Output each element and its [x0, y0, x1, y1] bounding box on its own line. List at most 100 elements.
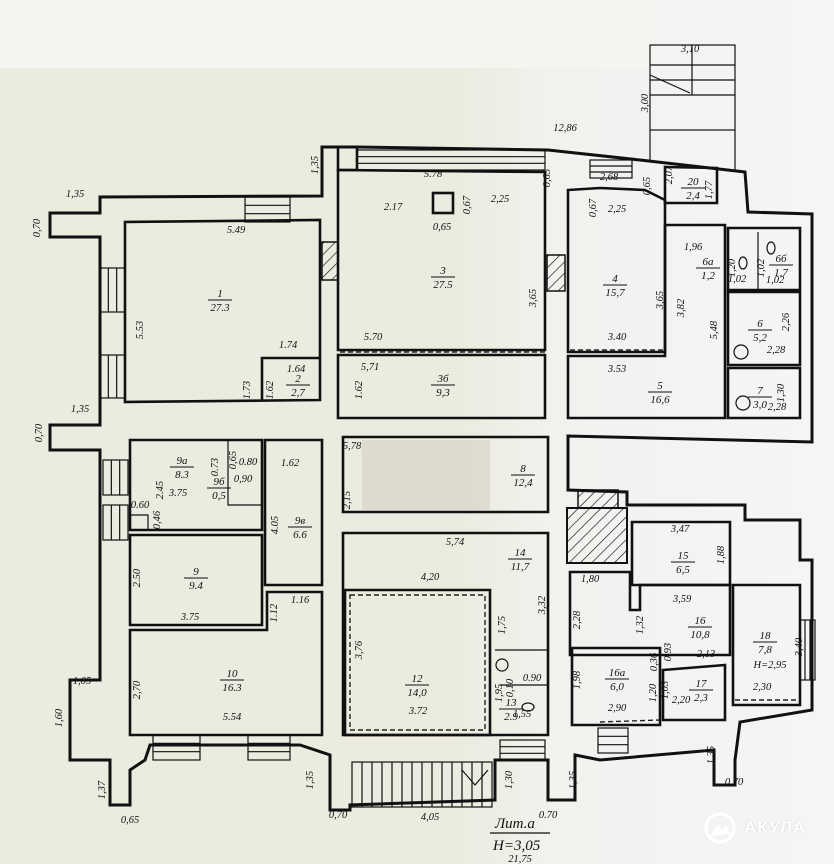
dimension-label: 1,32: [635, 615, 646, 634]
room-label-15: 156,5: [671, 550, 695, 576]
dimension-label: 0,67: [588, 198, 599, 217]
toilet-icon: [738, 256, 748, 270]
entrance-stairs-bottom: [351, 761, 493, 808]
dimension-label: 3,76: [354, 640, 365, 660]
dimension-label: 3,65: [655, 291, 666, 310]
room-label-16: 16 10,8: [688, 615, 712, 641]
room-label-6а: 6а1,2: [696, 256, 720, 282]
dimension-label: 3,59: [672, 594, 692, 605]
sanitary-fixtures: [495, 241, 776, 712]
dimension-label: 2,07: [664, 165, 675, 184]
room-area: 0,5: [212, 490, 226, 502]
room-number: 9а: [177, 455, 189, 467]
window: [99, 354, 126, 399]
room-label-17: 172,3: [689, 678, 713, 704]
window: [589, 159, 633, 179]
dimension-label: 4,20: [421, 572, 440, 583]
room-area: 27.3: [210, 302, 230, 314]
room-number: 7: [757, 385, 763, 397]
dimension-label: 3,40: [794, 637, 805, 657]
paper-band: [0, 0, 650, 68]
room-label-1: 127.3: [208, 288, 232, 314]
hatched-column: [546, 254, 566, 292]
dimension-label: 0,70: [32, 218, 43, 237]
room-area: 2,4: [686, 190, 700, 202]
dimension-label: 1,88: [716, 545, 727, 564]
room-number: 9: [193, 566, 199, 578]
dimension-label: 0.80: [239, 457, 258, 468]
window: [152, 734, 201, 761]
dimension-label: H=2,95: [752, 660, 786, 671]
dimension-label: 5,78: [343, 441, 362, 452]
room-area: 10,8: [690, 629, 710, 641]
entrance-stairs-top: [649, 44, 736, 172]
room-label-2: 22,7: [286, 373, 310, 399]
watermark-logo: АКУЛА: [704, 812, 806, 844]
dimension-label: 0,36: [649, 652, 660, 671]
room-area: 15,7: [605, 287, 625, 299]
room-number: 14: [515, 547, 527, 559]
room-number: 16: [695, 615, 707, 627]
dimension-label: 0,93: [663, 643, 674, 661]
dimension-label: 1.62: [354, 380, 365, 399]
room-label-5: 516,6: [648, 380, 672, 406]
room-number: 3: [439, 265, 446, 277]
room-number: 9б: [213, 476, 225, 488]
room-area: 14,0: [407, 687, 427, 699]
sink-icon: [735, 395, 751, 411]
dimension-label: 1,02: [766, 275, 785, 286]
dimension-label: 0,65: [433, 222, 451, 233]
room-number: 6а: [703, 256, 715, 268]
dimension-label: 0,65: [542, 169, 553, 187]
room-number: 15: [678, 550, 690, 562]
room-number: 10: [227, 668, 239, 680]
dimension-label: 5,71: [361, 362, 379, 373]
dimension-label: 3.75: [168, 488, 187, 499]
dimension-label: 1.64: [287, 364, 306, 375]
dimension-label: 2,28: [768, 402, 787, 413]
dimension-label: 3.53: [607, 364, 626, 375]
dimension-label: 0,65: [642, 177, 653, 195]
dimension-label: 1,30: [504, 770, 515, 789]
dimension-label: 3.40: [607, 332, 627, 343]
hatched-column: [321, 241, 339, 281]
dimension-label: 5.54: [223, 712, 242, 723]
dimension-label: 1.12: [269, 603, 280, 622]
dimension-label: 0.90: [523, 673, 542, 684]
dimension-label: 1,35: [706, 746, 717, 764]
dimension-label: 2,13: [697, 649, 715, 660]
dimension-label: 0,65: [121, 815, 139, 826]
toilet-icon: [766, 241, 776, 255]
room-labels: 127.322,7327.53б9,3415,7516,66а1,26б1,76…: [170, 176, 793, 723]
dimension-label: 0,10: [505, 678, 516, 697]
room-area: 6,5: [676, 564, 690, 576]
dimension-label: 1,20: [727, 258, 738, 277]
dimension-label: 2,15: [342, 491, 353, 509]
room-label-13: 132.9: [499, 697, 523, 723]
dimension-label: 1,60: [54, 708, 65, 727]
dimension-label: 2,28: [572, 610, 583, 629]
room-area: 1,7: [774, 267, 788, 279]
window: [102, 459, 129, 496]
room-area: 27.5: [433, 279, 453, 291]
dimension-label: 1,35: [305, 771, 316, 789]
sink-icon: [733, 344, 749, 360]
dimension-label: 3,47: [670, 524, 690, 535]
room-label-8: 812,4: [511, 463, 535, 489]
dimension-label: 1,02: [728, 274, 747, 285]
room-number: 8: [520, 463, 526, 475]
dimension-label: 1,35: [568, 771, 579, 789]
room-label-9: 99.4: [184, 566, 208, 592]
side-stairs: [799, 619, 816, 681]
room-area: 6,0: [610, 681, 624, 693]
caption-litera: Лит.а: [494, 816, 535, 832]
dimension-label: 2,68: [600, 172, 619, 183]
room-area: 2,7: [291, 387, 305, 399]
dimension-label: 3.72: [408, 706, 428, 717]
dimension-label: 2.45: [155, 481, 166, 499]
dimension-label: 1.62: [265, 380, 276, 399]
dimension-label: 2.17: [384, 202, 403, 213]
room-number: 17: [696, 678, 708, 690]
